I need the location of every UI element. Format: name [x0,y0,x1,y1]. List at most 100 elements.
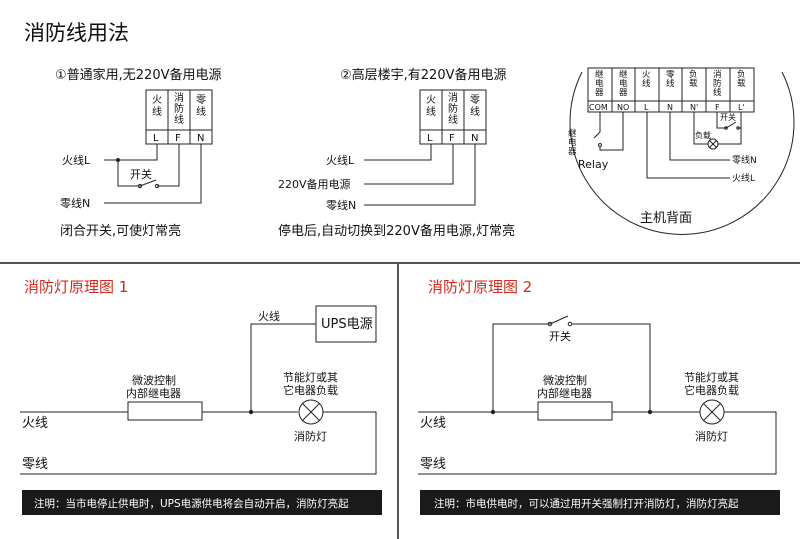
case1-term-2-line2: 防 [174,102,184,115]
bp-fire-wire [646,112,730,179]
bp-neutral-wire [669,112,730,161]
d1-fire-label: 火线 [22,416,48,431]
case1-term-1-letter: L [153,133,159,144]
case1-term-2-line3: 线 [174,113,184,126]
d1-load-label-2: 它电器负载 [283,383,338,397]
case2-neutral-label: 零线N [326,198,356,212]
bp-neutral-label: 零线N [732,154,757,166]
svg-text:负: 负 [737,69,746,80]
svg-text:继: 继 [619,69,628,80]
case1-switch-blade [139,179,157,187]
svg-text:线: 线 [642,78,651,89]
case1-heading: ①普通家用,无220V备用电源 [55,67,222,83]
case1-caption: 闭合开关,可使灯常亮 [60,223,181,239]
case2-terminal-block: 火 线 消 防 线 零 线 L F N [419,89,487,145]
d2-lamp-label: 消防灯 [695,429,728,443]
case2-fire-label: 火线L [326,153,355,167]
diagram1: 消防灯原理图 1 UPS电源 火线 微波控制 内部继电器 节能灯或其 它电器负载… [20,278,382,515]
d2-note: 注明：市电供电时，可以通过用开关强制打开消防灯，消防灯亮起 [434,497,739,510]
svg-text:继: 继 [595,69,604,80]
d2-relay-label-2: 内部继电器 [537,386,592,400]
case2-diagram: ②高层楼宇,有220V备用电源 火 线 消 防 线 零 线 L F N 火线L … [278,67,515,239]
d1-relay-label-2: 内部继电器 [126,386,181,400]
case1-switch-feed [117,160,140,187]
case2-heading: ②高层楼宇,有220V备用电源 [340,67,507,83]
bp-caption: 主机背面 [640,211,692,226]
case1-fire-label: 火线L [62,153,91,167]
d2-relay-label-1: 微波控制 [543,373,587,387]
case1-neutral-wire [104,144,202,204]
relay-cn-3: 器 [568,147,577,157]
bp-switch-label: 开关 [720,112,736,122]
d1-relay-box [127,401,203,421]
svg-text:线: 线 [448,113,458,126]
svg-text:线: 线 [426,105,436,118]
bp-term-n2: N' [690,103,698,112]
d1-neutral-return [20,411,377,475]
bp-term-l: L [644,103,649,112]
svg-text:负: 负 [689,69,698,80]
svg-text:零: 零 [666,70,675,80]
d2-neutral-return [418,411,777,475]
case1-diagram: ①普通家用,无220V备用电源 火 线 消 防 线 零 线 L F N 火线L … [55,67,222,239]
d2-load-label-1: 节能灯或其 [684,370,739,384]
d1-note-bg [22,490,382,515]
svg-text:电: 电 [619,78,628,89]
d1-note: 注明：当市电停止供电时，UPS电源供电将会自动开启，消防灯亮起 [34,497,349,510]
diagram2: 消防灯原理图 2 开关 微波控制 内部继电器 节能灯或其 它电器负载 消防灯 火… [418,278,780,515]
svg-text:电: 电 [595,78,604,89]
svg-text:零: 零 [470,94,480,106]
d2-note-bg [420,490,780,515]
case1-fire-wire [104,144,158,161]
back-panel: 继电器 继电器 火线 零线 负载 消防线 负载 COM NO L N N' F … [568,67,795,235]
case2-backup-wire [364,144,454,185]
relay-contact-no [599,112,624,151]
case2-fire-wire [364,144,432,161]
relay-cn-1: 继 [568,128,577,139]
d2-fire-label: 火线 [420,416,446,431]
case1-neutral-label: 零线N [60,196,90,210]
page-title: 消防线用法 [24,21,129,45]
case1-term-3-line1: 零 [196,94,206,106]
relay-en-label: Relay [578,158,609,171]
svg-text:线: 线 [470,105,480,118]
relay-cn-2: 电 [568,137,577,148]
case2-term-1-letter: L [427,133,433,144]
case2-backup-label: 220V备用电源 [278,177,351,191]
bp-term-n: N [667,103,673,112]
d2-load-label-2: 它电器负载 [684,383,739,397]
d2-relay-box [537,401,613,421]
case1-terminal-block: 火 线 消 防 线 零 线 L F N [145,89,213,145]
bp-term-f: F [715,103,720,112]
svg-text:消: 消 [713,69,722,80]
bp-term-l2: L' [738,103,745,112]
case1-switch-out [157,144,180,187]
case1-term-1-line1: 火 [152,94,162,106]
case2-term-3-letter: N [471,133,478,144]
svg-text:消: 消 [448,91,458,104]
d2-switch-label: 开关 [549,329,571,343]
bp-load-wire-l [718,112,742,145]
svg-text:防: 防 [713,78,722,89]
case2-caption: 停电后,自动切换到220V备用电源,灯常亮 [278,223,515,239]
d1-load-label-1: 节能灯或其 [283,370,338,384]
bp-switch-feed [716,112,726,129]
svg-text:火: 火 [426,94,436,106]
bp-term-com: COM [589,103,608,112]
d2-bypass-left [492,323,550,412]
svg-text:火: 火 [642,70,651,80]
svg-text:器: 器 [595,88,604,98]
d1-relay-label-1: 微波控制 [132,373,176,387]
bp-fire-label: 火线L [732,172,755,184]
bp-load-label: 负载 [695,130,711,140]
svg-text:防: 防 [448,102,458,115]
d1-ups-label: UPS电源 [321,317,373,332]
diagram2-title: 消防灯原理图 2 [428,278,532,296]
svg-text:线: 线 [713,87,722,98]
relay-contact-com [593,112,601,139]
case2-term-2-letter: F [449,133,455,144]
case1-term-3-line2: 线 [196,105,206,118]
case1-term-1-line2: 线 [152,105,162,118]
svg-text:器: 器 [619,88,628,98]
bp-load-wire-n [693,112,708,145]
